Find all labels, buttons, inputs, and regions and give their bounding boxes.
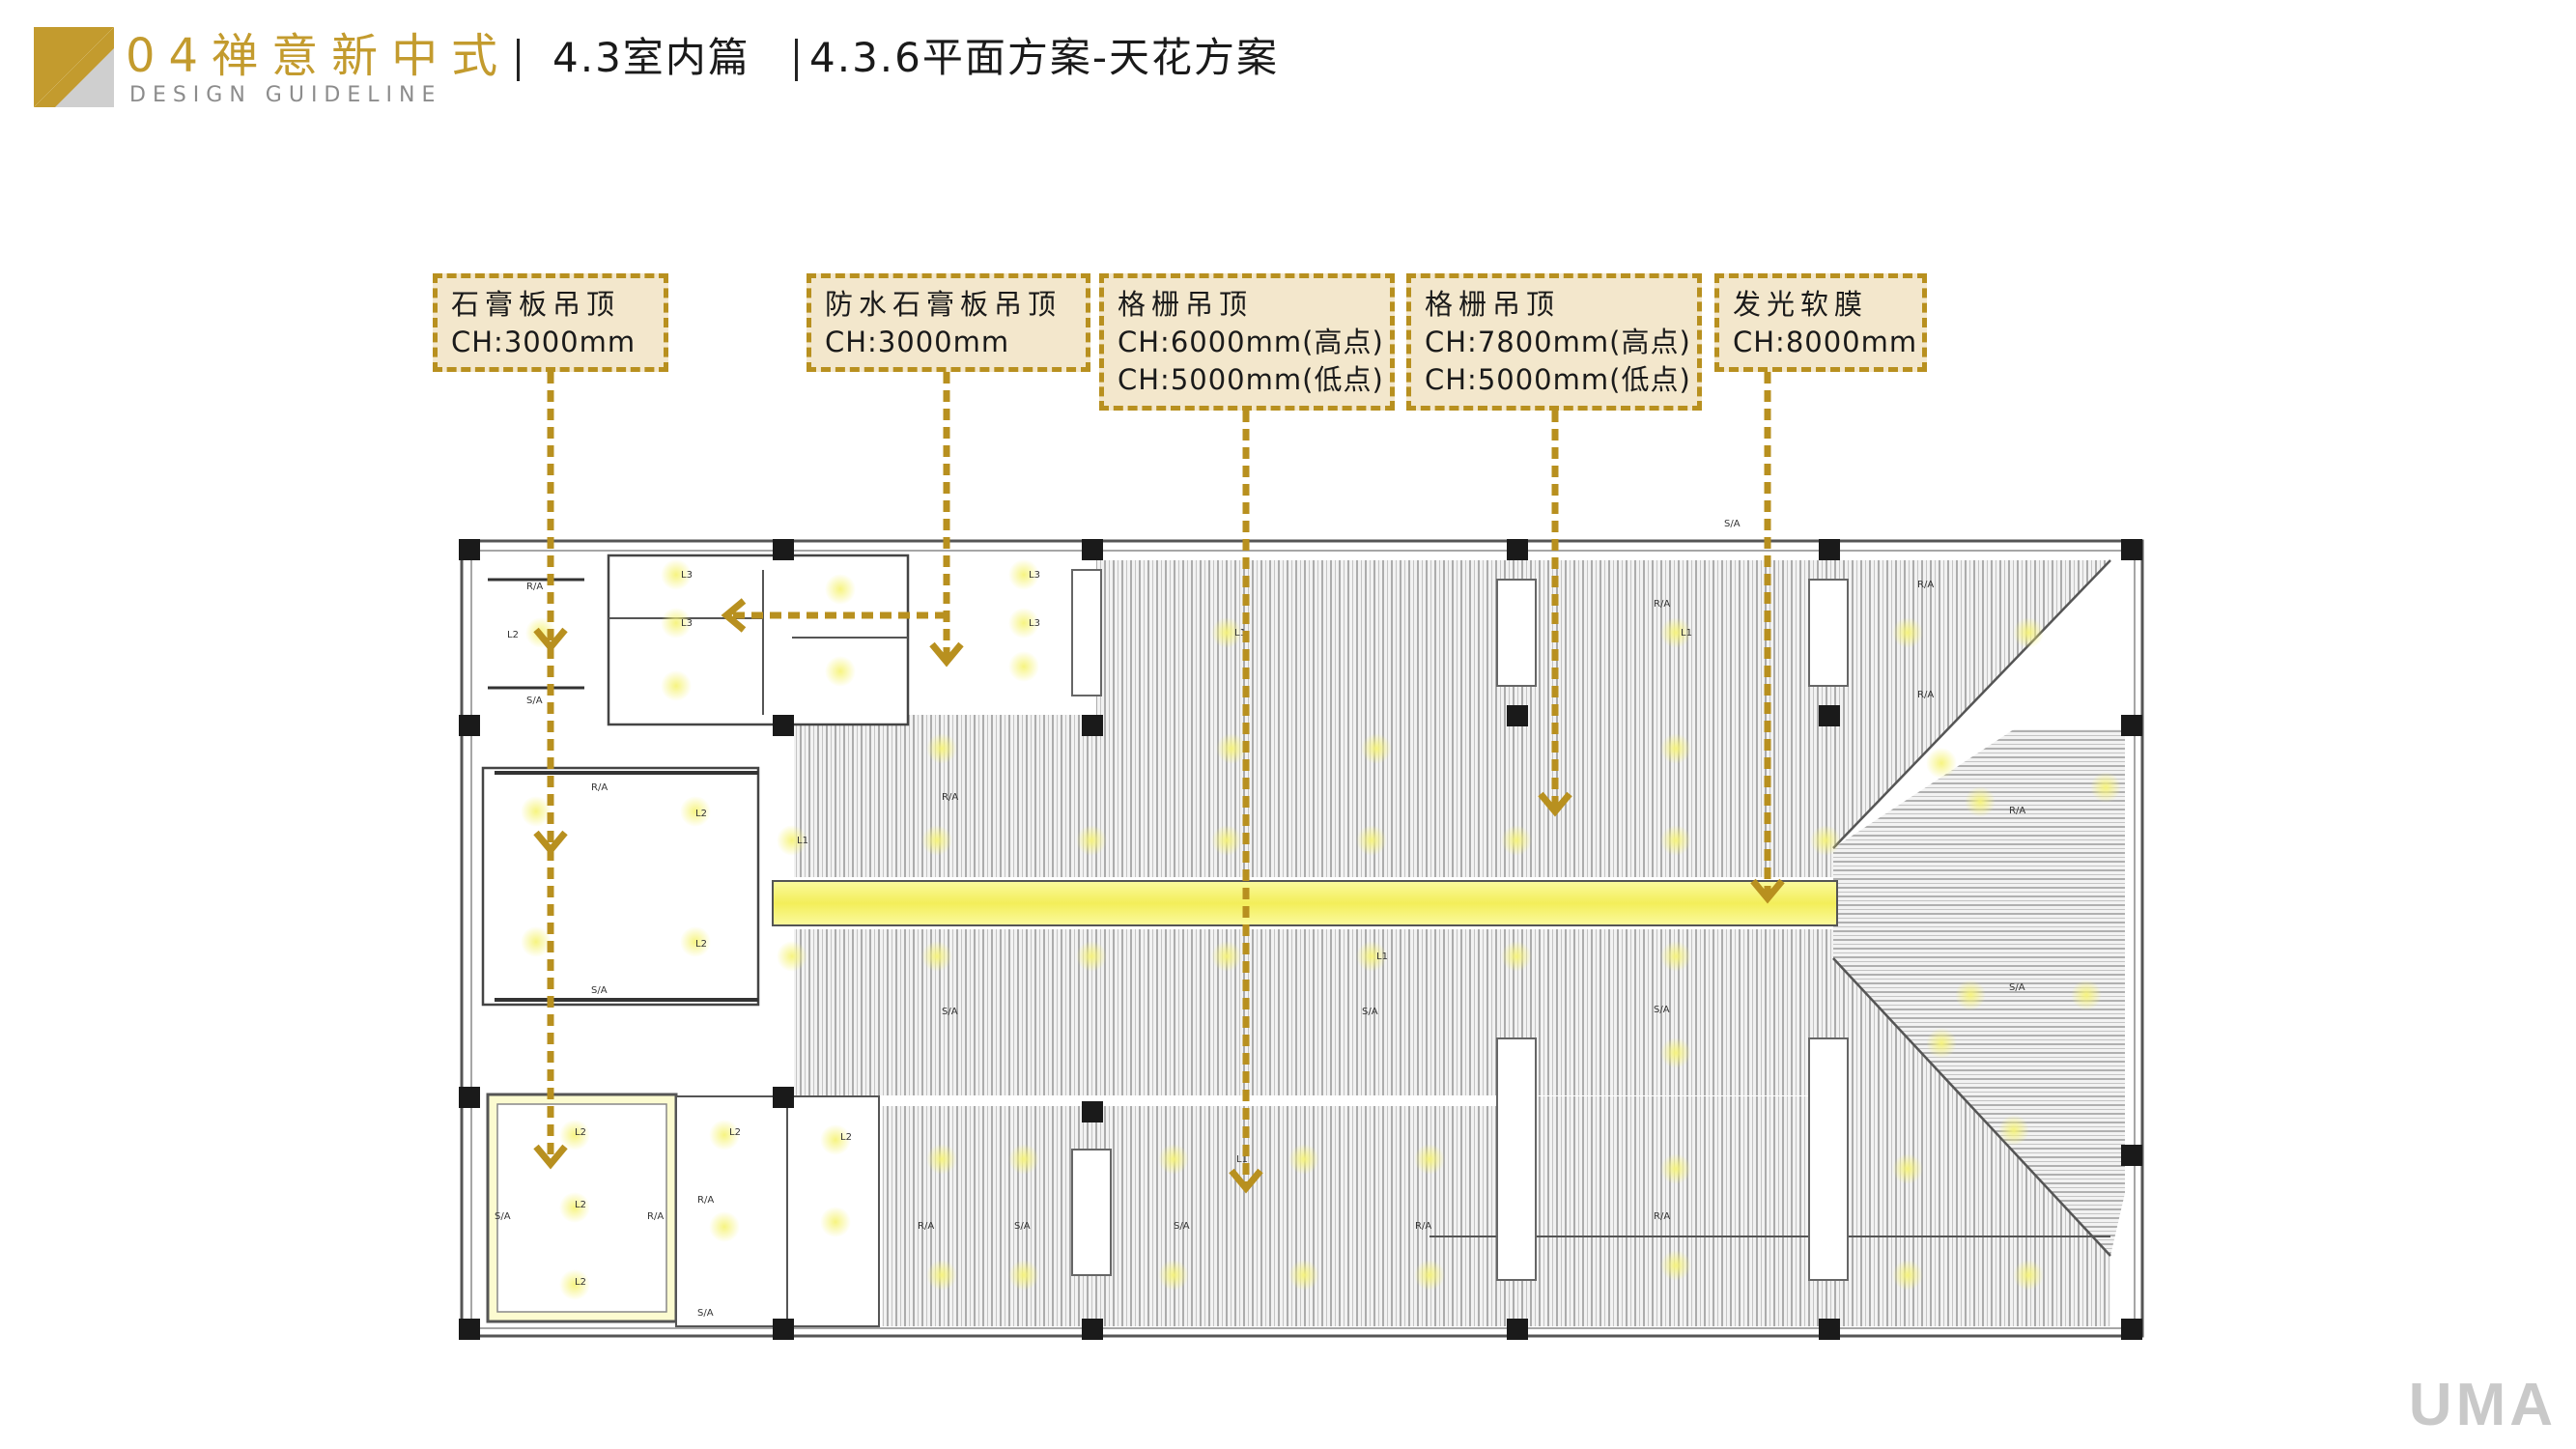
plan-label: S/A: [1362, 1007, 1378, 1017]
plan-label: L1: [1681, 628, 1692, 639]
plan-label: S/A: [2009, 982, 2025, 993]
plan-label: R/A: [1415, 1221, 1431, 1232]
subsection-title: 4.3.6平面方案-天花方案: [809, 34, 1280, 81]
plan-label: S/A: [697, 1308, 714, 1319]
plan-label: R/A: [1917, 690, 1934, 700]
header-divider: [517, 39, 520, 81]
label-grille-ceiling-left: 格栅吊顶 CH:6000mm(高点) CH:5000mm(低点): [1099, 273, 1395, 411]
plan-label: L3: [681, 618, 693, 629]
plan-label: R/A: [697, 1195, 714, 1206]
plan-label: L2: [729, 1127, 741, 1138]
plan-label: L2: [575, 1127, 586, 1138]
leader-lines: [547, 372, 1771, 1183]
plan-label: L3: [1029, 570, 1040, 581]
plan-label: L3: [681, 570, 693, 581]
plan-label: L3: [1029, 618, 1040, 629]
structural-columns: [459, 539, 2142, 1340]
plan-label: S/A: [1654, 1005, 1670, 1015]
plan-label: L2: [695, 809, 707, 819]
plan-label: S/A: [1174, 1221, 1190, 1232]
label-height: CH:3000mm: [451, 326, 637, 358]
plan-label: S/A: [1724, 519, 1741, 529]
plan-label: R/A: [591, 782, 608, 793]
plan-label: R/A: [526, 582, 543, 592]
plan-label: S/A: [591, 985, 608, 996]
header-divider: [795, 39, 798, 81]
plan-label: R/A: [918, 1221, 934, 1232]
chapter-subtitle: DESIGN GUIDELINE: [129, 83, 442, 107]
label-name: 防水石膏板吊顶: [825, 288, 1062, 321]
section-title: 4.3室内篇: [552, 34, 750, 81]
plan-label: S/A: [942, 1007, 958, 1017]
plan-label: R/A: [1654, 599, 1670, 610]
label-height-high: CH:6000mm(高点): [1118, 326, 1384, 358]
grille-ceiling-area: [794, 929, 1833, 1095]
plan-label: R/A: [942, 792, 958, 803]
label-height-low: CH:5000mm(低点): [1425, 363, 1691, 396]
plan-label: L2: [840, 1132, 852, 1143]
plan-label: L2: [575, 1200, 586, 1210]
label-height-high: CH:7800mm(高点): [1425, 326, 1691, 358]
label-height-low: CH:5000mm(低点): [1118, 363, 1384, 396]
light-fixtures: [521, 559, 2121, 1300]
plan-label: S/A: [495, 1211, 511, 1222]
grille-ceiling-area: [794, 715, 1833, 877]
plan-label: L2: [695, 939, 707, 950]
grille-ceiling-area: [1536, 1096, 1833, 1326]
chapter-title: 04禅意新中式: [126, 29, 512, 83]
plan-label: L2: [507, 630, 519, 640]
grille-ceiling-area: [1833, 958, 2110, 1326]
plan-label: L1: [797, 836, 808, 846]
glowing-membrane-strip: [772, 880, 1838, 926]
label-name: 石膏板吊顶: [451, 288, 621, 321]
plan-label: S/A: [1014, 1221, 1031, 1232]
plan-label: R/A: [1654, 1211, 1670, 1222]
plan-label: R/A: [1917, 580, 1934, 590]
brand-logo: [34, 27, 114, 107]
label-name: 格栅吊顶: [1118, 288, 1254, 321]
label-name: 发光软膜: [1733, 288, 1869, 321]
label-height: CH:3000mm: [825, 326, 1010, 358]
grille-ceiling-area: [882, 1106, 1539, 1326]
plan-label: L2: [575, 1277, 586, 1288]
plan-label: S/A: [526, 696, 543, 706]
plan-label: R/A: [647, 1211, 664, 1222]
plan-label: R/A: [2009, 806, 2025, 816]
label-height: CH:8000mm: [1733, 326, 1918, 358]
plan-label: L1: [1376, 952, 1388, 962]
label-grille-ceiling-right: 格栅吊顶 CH:7800mm(高点) CH:5000mm(低点): [1406, 273, 1702, 411]
label-glowing-membrane: 发光软膜 CH:8000mm: [1714, 273, 1927, 372]
grille-ceiling-area: [1096, 560, 1833, 715]
brand-watermark: UMA: [2408, 1372, 2557, 1438]
arrowheads: [533, 598, 1785, 1194]
label-gypsum-ceiling: 石膏板吊顶 CH:3000mm: [433, 273, 668, 372]
label-name: 格栅吊顶: [1425, 288, 1561, 321]
plan-label: L1: [1234, 628, 1246, 639]
plan-label: L1: [1236, 1154, 1248, 1165]
label-waterproof-gypsum-ceiling: 防水石膏板吊顶 CH:3000mm: [807, 273, 1090, 372]
